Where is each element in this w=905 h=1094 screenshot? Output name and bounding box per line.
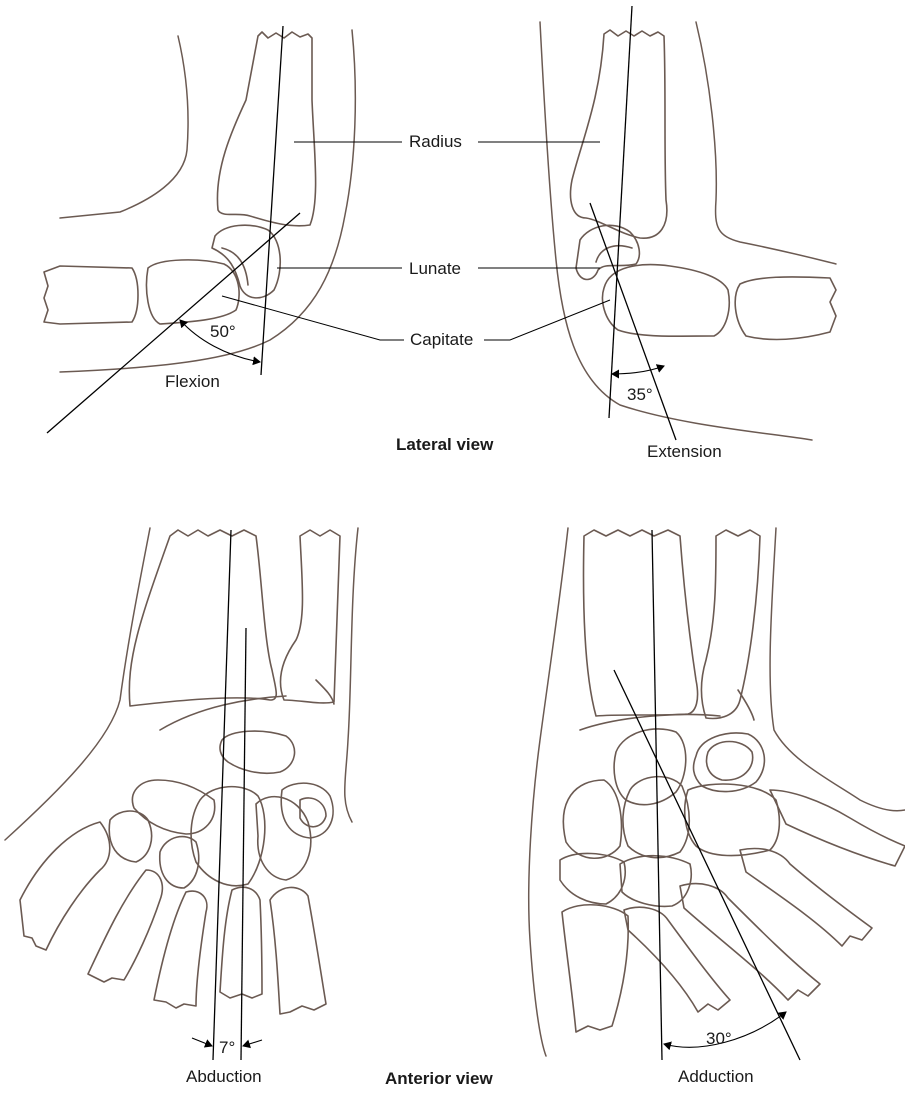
capitate-bone bbox=[623, 777, 689, 858]
metacarpal-bone bbox=[770, 790, 905, 866]
forearm-skin-outline bbox=[345, 528, 358, 822]
metacarpal-bone bbox=[44, 266, 138, 324]
abduction-arrow-right bbox=[243, 1040, 262, 1046]
forearm-skin-outline bbox=[770, 528, 905, 811]
forearm-skin-outline bbox=[540, 22, 812, 440]
radius-bone bbox=[129, 530, 276, 706]
lunate-inner-contour bbox=[596, 246, 632, 262]
pisiform-inner bbox=[707, 742, 753, 781]
forearm-skin-outline bbox=[5, 528, 150, 840]
ulna-styloid bbox=[738, 690, 754, 720]
flexion-panel bbox=[44, 26, 404, 433]
metacarpal-bone bbox=[270, 887, 326, 1014]
trapezium-bone bbox=[560, 853, 625, 904]
lateral-view-title: Lateral view bbox=[396, 436, 493, 453]
hand-axis-line bbox=[590, 203, 676, 440]
capitate-bone bbox=[191, 787, 265, 886]
lunate-bone bbox=[220, 731, 295, 773]
trapezoid-bone bbox=[620, 856, 691, 907]
metacarpal-bone bbox=[680, 884, 820, 1000]
lunate-bone bbox=[614, 729, 686, 805]
radius-axis-line bbox=[213, 530, 231, 1060]
lunate-inner-contour bbox=[222, 248, 248, 285]
extension-angle-value: 35° bbox=[627, 386, 653, 403]
capitate-bone bbox=[603, 265, 730, 337]
extension-label: Extension bbox=[647, 443, 722, 460]
radius-axis-line bbox=[261, 26, 283, 375]
capitate-bone bbox=[147, 260, 240, 324]
radius-bone bbox=[217, 32, 315, 226]
metacarpal-bone bbox=[154, 891, 207, 1008]
metacarpal-bone bbox=[220, 887, 262, 998]
trapezoid-bone bbox=[160, 837, 199, 888]
radius-axis-line bbox=[652, 530, 662, 1060]
ulna-bone bbox=[280, 530, 340, 703]
abduction-panel bbox=[5, 528, 358, 1060]
radius-label: Radius bbox=[409, 133, 462, 150]
adduction-label: Adduction bbox=[678, 1068, 754, 1085]
ulna-styloid bbox=[316, 680, 334, 704]
anterior-view-title: Anterior view bbox=[385, 1070, 493, 1087]
metacarpal-bone bbox=[624, 907, 730, 1012]
metacarpal-bone bbox=[20, 822, 110, 950]
extension-angle-arc bbox=[612, 366, 664, 374]
forearm-skin-outline bbox=[60, 36, 188, 218]
extension-panel bbox=[478, 6, 836, 440]
lunate-label: Lunate bbox=[409, 260, 461, 277]
metacarpal-bone bbox=[735, 277, 836, 340]
radius-bone bbox=[584, 530, 698, 716]
capitate-leader-line bbox=[484, 300, 610, 340]
scaphoid-bone bbox=[563, 780, 621, 858]
flexion-angle-value: 50° bbox=[210, 323, 236, 340]
ulna-bone bbox=[702, 530, 761, 718]
adduction-panel bbox=[529, 528, 905, 1060]
radius-axis-line bbox=[609, 6, 632, 418]
metacarpal-bone bbox=[740, 849, 872, 946]
hand-axis-line bbox=[614, 670, 800, 1060]
radius-bone bbox=[571, 30, 667, 238]
scaphoid-bone bbox=[132, 780, 214, 834]
proximal-row-arc bbox=[580, 715, 720, 730]
capitate-label: Capitate bbox=[410, 331, 473, 348]
abduction-angle-value: 7° bbox=[219, 1039, 235, 1056]
forearm-skin-outline bbox=[696, 22, 836, 264]
abduction-arrow-left bbox=[192, 1038, 212, 1046]
abduction-label: Abduction bbox=[186, 1068, 262, 1085]
capitate-leader-line bbox=[222, 296, 404, 340]
triquetrum-bone bbox=[685, 784, 780, 856]
adduction-angle-value: 30° bbox=[706, 1030, 732, 1047]
metacarpal-bone bbox=[88, 870, 162, 982]
metacarpal-bone bbox=[562, 905, 628, 1032]
forearm-skin-outline bbox=[529, 528, 568, 1056]
flexion-label: Flexion bbox=[165, 373, 220, 390]
